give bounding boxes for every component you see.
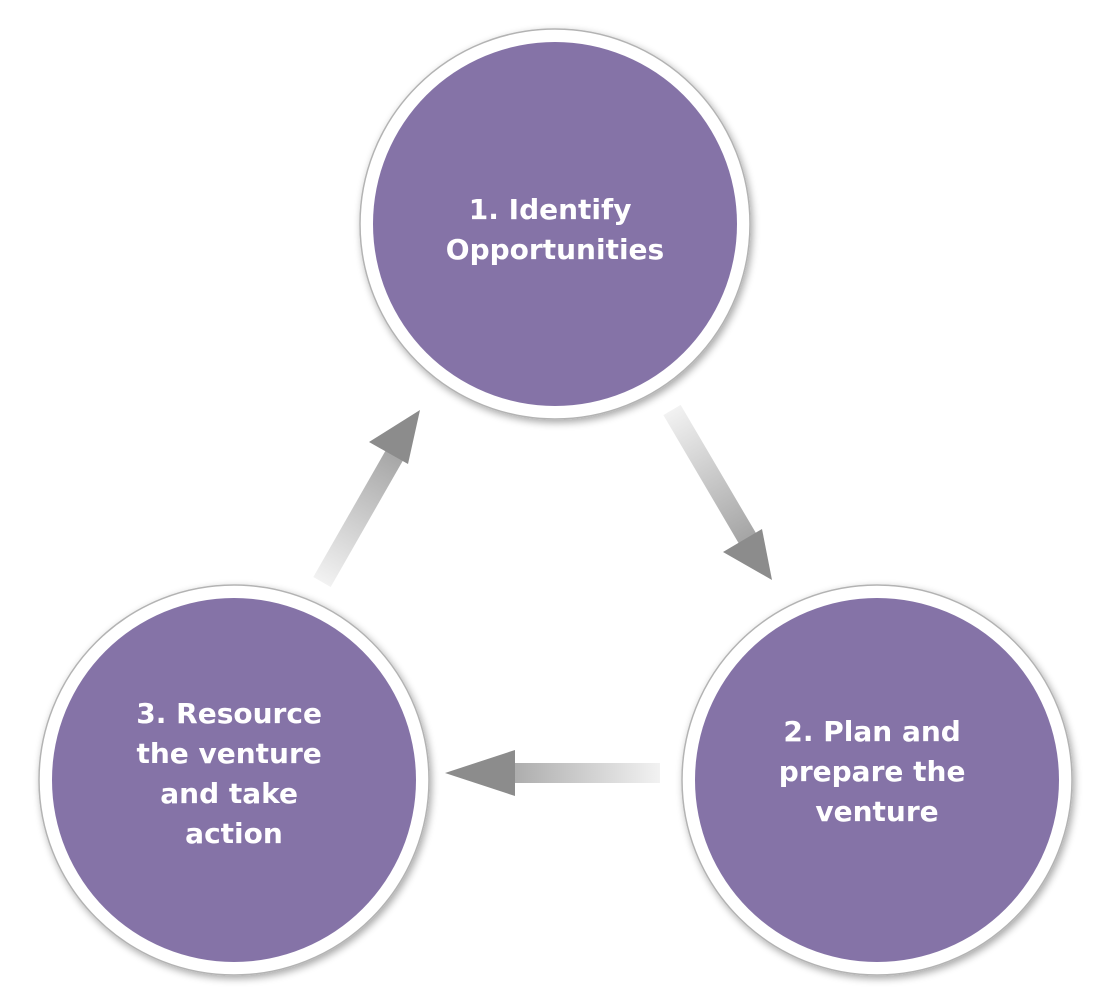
node-plan-line: 2. Plan and (783, 715, 960, 748)
arrow-resource-to-identify (313, 410, 420, 587)
arrow-identify-to-plan (663, 404, 772, 580)
node-plan-line: prepare the (779, 755, 966, 788)
node-plan-line: venture (815, 795, 938, 828)
node-resource-line: 3. Resource (136, 697, 322, 730)
node-identify-opportunities (359, 28, 751, 420)
node-resource-line: action (185, 817, 283, 850)
node-identify-label: 1. Identify Opportunities (446, 193, 664, 266)
arrows-layer (313, 404, 772, 796)
node-resource-line: the venture (136, 737, 321, 770)
node-identify-line: 1. Identify (469, 193, 632, 226)
node-resource-line: and take (160, 777, 298, 810)
node-plan-and-prepare (681, 584, 1073, 976)
node-plan-label: 2. Plan and prepare the venture (779, 715, 975, 828)
node-resource-label: 3. Resource the venture and take action (136, 697, 331, 850)
node-identify-line: Opportunities (446, 233, 664, 266)
arrow-plan-to-resource (445, 750, 660, 796)
node-resource-and-act (38, 584, 430, 976)
